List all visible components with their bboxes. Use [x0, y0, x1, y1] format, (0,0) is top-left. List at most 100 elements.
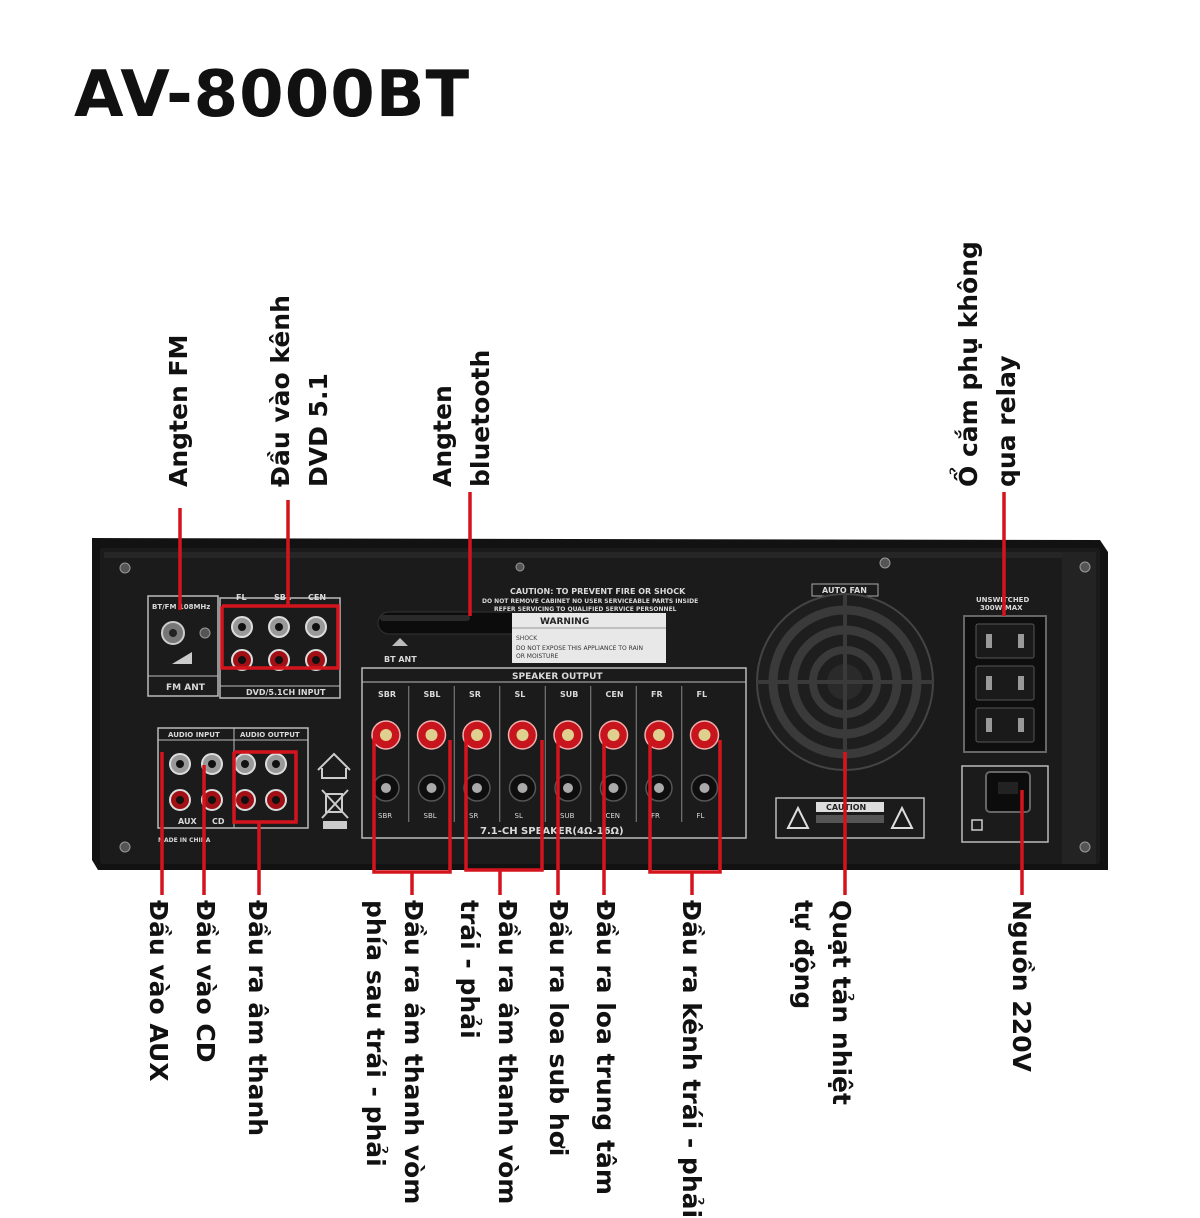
power-inlet [961, 765, 1049, 843]
speaker-top-label-4: SL [515, 690, 526, 699]
label-sub: Đầu ra loa sub hơi [540, 900, 578, 1156]
label-surround-line-2: trái - phải [455, 900, 485, 1039]
label-surround-back-line-1: Đầu ra âm thanh vòm [399, 900, 428, 1205]
label-outlet-line-2: qua relay [991, 355, 1021, 487]
audio-output-label: AUDIO OUTPUT [240, 731, 300, 739]
speaker-column-fr: FR FR [635, 686, 674, 822]
label-audio-out: Đầu ra âm thanh [239, 900, 277, 1136]
label-surround-back-line-2: phía sau trái - phải [361, 900, 391, 1167]
caution-line-2: DO NOT REMOVE CABINET NO USER SERVICEABL… [482, 598, 698, 605]
audio-jack-top-cd [201, 753, 223, 775]
cooling-fan: AUTO FAN [756, 583, 934, 771]
label-fan: Quạt tản nhiệt tự động [785, 900, 860, 1105]
label-surround-back: Đầu ra âm thanh vòm phía sau trái - phải [357, 900, 432, 1204]
speaker-top-label-8: FL [697, 690, 708, 699]
speaker-bottom-label-4: SL [515, 812, 523, 820]
leader-surround [464, 738, 544, 872]
label-fan-line-1: Quạt tản nhiệt [827, 900, 856, 1105]
audio-jack-top-out-2 [265, 753, 287, 775]
caution-line-1: CAUTION: TO PREVENT FIRE OR SHOCK [510, 587, 686, 596]
aux-label: AUX [178, 817, 197, 826]
speaker-column-cen: CEN CEN [590, 686, 629, 822]
audio-jack-bottom-out-2 [265, 789, 287, 811]
dvd-jack-bottom-3 [305, 649, 327, 671]
audio-io-block: AUDIO INPUT AUDIO OUTPUT AUX CD MADE IN … [157, 727, 309, 844]
speaker-top-label-3: SR [469, 690, 481, 699]
speaker-top-label-6: CEN [606, 690, 624, 699]
warning-triangle-icon [786, 805, 810, 829]
dvd-5-1-input-block: FL SBL CEN DVD/5.1CH INPUT [219, 593, 341, 699]
shock-label: SHOCK [516, 635, 538, 642]
label-outlet-line-1: Ổ cắm phụ không [954, 241, 983, 487]
warning-triangle-icon-2 [890, 805, 914, 829]
sticker-line-1: DO NOT EXPOSE THIS APPLIANCE TO RAIN [516, 645, 643, 652]
speaker-bottom-label-3: SR [469, 812, 478, 820]
speaker-bottom-label-7: FR [651, 812, 660, 820]
speaker-top-label-5: SUB [560, 690, 578, 699]
label-bt-antenna-line-2: bluetooth [465, 349, 495, 487]
speaker-column-sbl: SBL SBL [408, 686, 447, 822]
dvd-input-label: DVD/5.1CH INPUT [246, 688, 326, 697]
speaker-column-sub: SUB SUB [544, 686, 583, 822]
label-dvd-input: Đầu vào kênh DVD 5.1 [262, 295, 337, 487]
label-fm-antenna-line-1: Angten FM [164, 334, 193, 487]
dvd-jack-top-2 [268, 616, 290, 638]
label-cd-in-line-1: Đầu vào CD [191, 900, 220, 1063]
dvd-jack-bottom-1 [231, 649, 253, 671]
sticker-line-2: OR MOISTURE [516, 653, 559, 660]
speaker-top-label-7: FR [651, 690, 663, 699]
audio-jack-top-out-1 [234, 753, 256, 775]
audio-jack-top-aux [169, 753, 191, 775]
auto-fan-label: AUTO FAN [822, 586, 867, 595]
speaker-column-sbr: SBR SBR [371, 690, 401, 820]
label-aux-in: Đầu vào AUX [140, 900, 178, 1082]
made-in-label: MADE IN CHINA [158, 837, 211, 844]
screws [119, 557, 1091, 853]
unswitched-outlet: UNSWITCHED 300W MAX [963, 596, 1047, 753]
label-bt-antenna: Angten bluetooth [424, 350, 499, 487]
dvd-ch-fl: FL [236, 593, 247, 602]
speaker-top-label-1: SBR [378, 690, 396, 699]
label-surround-line-1: Đầu ra âm thanh vòm [493, 900, 522, 1205]
dvd-ch-sbl: SBL [274, 593, 291, 602]
dvd-jack-top-3 [305, 616, 327, 638]
speaker-top-label-2: SBL [424, 690, 441, 699]
label-front-line-1: Đầu ra kênh trái - phải [677, 900, 706, 1218]
audio-jack-bottom-out-1 [234, 789, 256, 811]
speaker-bottom-label-5: SUB [560, 812, 575, 820]
ground-icon [317, 752, 351, 779]
speaker-column-sr: SR SR [453, 686, 492, 822]
label-power-line-1: Nguồn 220V [1007, 900, 1036, 1072]
label-sub-line-1: Đầu ra loa sub hơi [544, 900, 573, 1157]
speaker-output-block: SPEAKER OUTPUT SBRSBRSBLSBLSRSRSLSLSUBSU… [361, 667, 747, 839]
audio-jack-bottom-aux [169, 789, 191, 811]
label-bt-antenna-line-1: Angten [428, 385, 457, 487]
dvd-jack-bottom-2 [268, 649, 290, 671]
page-title: AV-8000BT [74, 58, 471, 132]
label-dvd-input-line-2: DVD 5.1 [303, 373, 333, 487]
speaker-bottom-label-1: SBR [378, 812, 392, 820]
label-surround: Đầu ra âm thanh vòm trái - phải [451, 900, 526, 1204]
speaker-bottom-label-6: CEN [606, 812, 621, 820]
label-outlet: Ổ cắm phụ không qua relay [950, 241, 1025, 487]
fm-ant-label: FM ANT [166, 683, 206, 693]
speaker-output-label: SPEAKER OUTPUT [512, 672, 603, 682]
speaker-bottom-label-2: SBL [424, 812, 437, 820]
label-fan-line-2: tự động [789, 900, 819, 1010]
speaker-bottom-label-8: FL [697, 812, 705, 820]
label-center-line-1: Đầu ra loa trung tâm [591, 900, 620, 1195]
leader-audio-out-box [232, 750, 298, 824]
label-cd-in: Đầu vào CD [187, 900, 225, 1062]
dvd-jack-top-1 [231, 616, 253, 638]
label-aux-in-line-1: Đầu vào AUX [144, 900, 173, 1082]
audio-input-label: AUDIO INPUT [168, 731, 220, 739]
warning-label: WARNING [540, 617, 589, 627]
leader-front [648, 738, 722, 874]
label-audio-out-line-1: Đầu ra âm thanh [243, 900, 272, 1137]
caution-line-3: REFER SERVICING TO QUALIFIED SERVICE PER… [494, 606, 677, 613]
label-front: Đầu ra kênh trái - phải [673, 900, 711, 1218]
leader-dvd-box [220, 604, 340, 670]
audio-jack-bottom-cd [201, 789, 223, 811]
unswitched-line-2: 300W MAX [980, 604, 1023, 612]
